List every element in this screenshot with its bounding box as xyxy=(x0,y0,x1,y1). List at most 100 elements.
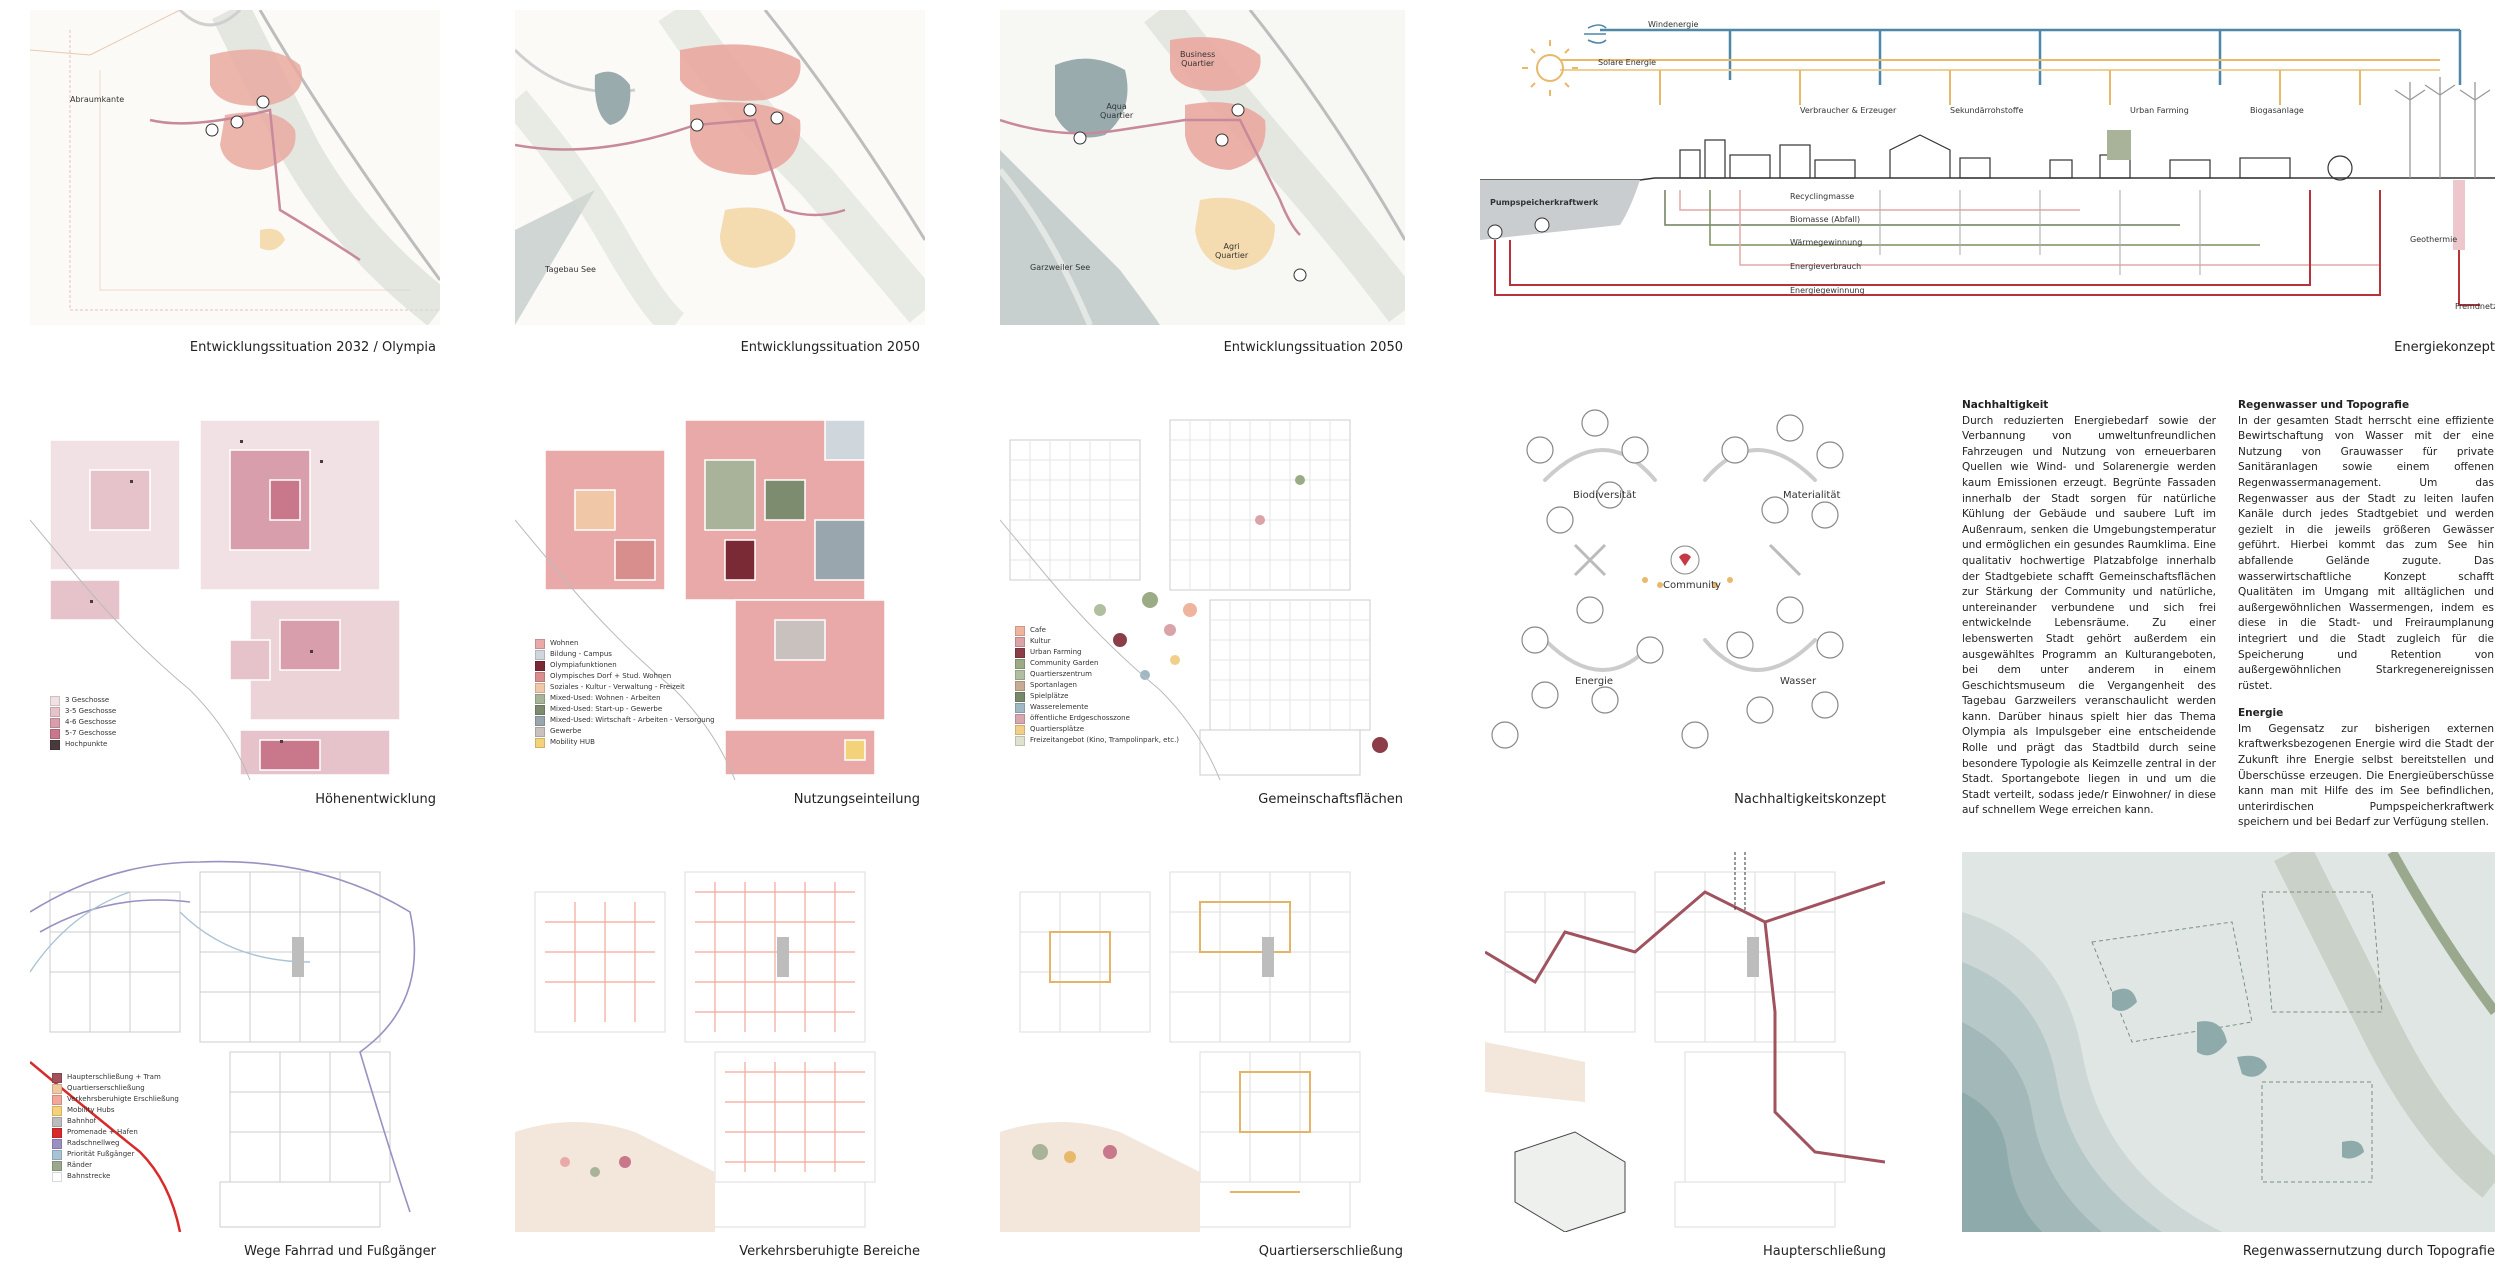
legend-label: öffentliche Erdgeschosszone xyxy=(1030,714,1130,722)
legend-row: öffentliche Erdgeschosszone xyxy=(1015,713,1179,724)
legend-label: Wasserelemente xyxy=(1030,703,1089,711)
caption-r2c1: Höhenentwicklung xyxy=(315,792,436,807)
text-title-rainwater: Regenwasser und Topografie xyxy=(2238,399,2410,411)
traffic-calmed-plan xyxy=(515,852,925,1232)
height-plan: 3 Geschosse 3-5 Geschosse 4-6 Geschosse 5-7… xyxy=(30,400,440,780)
caption-r1c3: Entwicklungssituation 2050 xyxy=(1223,340,1403,355)
site-plan-2050: Tagebau See xyxy=(515,10,925,325)
legend-swatch xyxy=(535,660,545,671)
urban-farming-label: Urban Farming xyxy=(2130,106,2189,115)
wasser-label: Wasser xyxy=(1780,676,1817,687)
legend-row: 5-7 Geschosse xyxy=(50,728,116,739)
caption-r2c3: Gemeinschaftsflächen xyxy=(1258,792,1403,807)
legend-label: Quartierszentrum xyxy=(1030,670,1092,678)
legend-label: 3-5 Geschosse xyxy=(65,707,117,715)
legend-label: Priorität Fußgänger xyxy=(67,1150,135,1158)
site-plan-2050-drawing xyxy=(515,10,925,325)
quarter-access-drawing xyxy=(1000,871,1361,1232)
legend-swatch xyxy=(535,726,545,737)
abraumkante-label: Abraumkante xyxy=(70,95,125,104)
traffic-calmed-drawing xyxy=(515,871,876,1232)
legend-label: Promenade + Hafen xyxy=(67,1128,138,1136)
legend-label: Cafe xyxy=(1030,626,1046,634)
legend-row: 3 Geschosse xyxy=(50,695,116,706)
legend-row: Ränder xyxy=(52,1160,179,1171)
tagebau-see-label: Tagebau See xyxy=(545,265,596,274)
caption-r2c4: Nachhaltigkeitskonzept xyxy=(1734,792,1886,807)
legend-label: 5-7 Geschosse xyxy=(65,729,117,737)
legend-swatch xyxy=(50,706,60,717)
legend-swatch xyxy=(52,1127,62,1138)
caption-r1c2: Entwicklungssituation 2050 xyxy=(740,340,920,355)
materialitaet-label: Materialität xyxy=(1783,490,1841,501)
legend-label: Kultur xyxy=(1030,637,1051,645)
legend-row: Radschnellweg xyxy=(52,1138,179,1149)
legend-label: Mixed-Used: Wirtschaft - Arbeiten - Vers… xyxy=(550,716,715,724)
legend-swatch xyxy=(1015,691,1025,702)
legend-row: Promenade + Hafen xyxy=(52,1127,179,1138)
community-label: Community xyxy=(1663,580,1721,591)
legend-swatch xyxy=(50,717,60,728)
main-access-drawing xyxy=(1485,852,1885,1232)
legend-label: Soziales - Kultur - Verwaltung - Freizei… xyxy=(550,683,685,691)
energy-concept-diagram: Windenergie Solare Energie Verbraucher &… xyxy=(1480,10,2495,320)
legend-label: 3 Geschosse xyxy=(65,696,110,704)
legend-row: 3-5 Geschosse xyxy=(50,706,116,717)
community-plan-drawing xyxy=(1000,419,1388,780)
legend-row: Verkehrsberuhigte Erschließung xyxy=(52,1094,179,1105)
text-column-rainwater: Regenwasser und Topografie In der gesamt… xyxy=(2238,398,2494,831)
legend-swatch xyxy=(535,649,545,660)
legend-swatch xyxy=(1015,724,1025,735)
caption-r1c1: Entwicklungssituation 2032 / Olympia xyxy=(189,340,436,355)
legend-label: Bahnhof xyxy=(67,1117,97,1125)
legend-swatch xyxy=(52,1149,62,1160)
legend-row: Bahnhof xyxy=(52,1116,179,1127)
bike-pedestrian-drawing xyxy=(30,860,416,1232)
legend-row: Olympisches Dorf + Stud. Wohnen xyxy=(535,671,715,682)
caption-r3c5: Regenwassernutzung durch Topografie xyxy=(2242,1244,2495,1259)
legend-swatch xyxy=(535,671,545,682)
recyclingmasse-label: Recyclingmasse xyxy=(1790,192,1855,201)
pumpspeicher-label: Pumpspeicherkraftwerk xyxy=(1490,198,1599,207)
energy-concept-drawing xyxy=(1480,24,2495,306)
topography-drawing xyxy=(1962,852,2495,1232)
text-body-rainwater: In der gesamten Stadt herrscht eine effi… xyxy=(2238,414,2494,692)
legend-label: Bahnstrecke xyxy=(67,1172,111,1180)
legend-swatch xyxy=(1015,680,1025,691)
waermegewinnung-label: Wärmegewinnung xyxy=(1790,238,1863,247)
legend-row: Quartierserschließung xyxy=(52,1083,179,1094)
text-body-energy: Im Gegensatz zur bisherigen externen kra… xyxy=(2238,722,2494,829)
legend-label: 4-6 Geschosse xyxy=(65,718,117,726)
legend-row: Mobility HUB xyxy=(535,737,715,748)
legend-row: Priorität Fußgänger xyxy=(52,1149,179,1160)
energie-label: Energie xyxy=(1575,676,1614,687)
legend-swatch xyxy=(535,737,545,748)
legend-label: Quartierserschließung xyxy=(67,1084,145,1092)
legend-row: Sportanlagen xyxy=(1015,680,1179,691)
legend-row: Gewerbe xyxy=(535,726,715,737)
fremdnetz-label: Fremdnetz xyxy=(2455,302,2495,311)
legend-row: Haupterschließung + Tram xyxy=(52,1072,179,1083)
legend-swatch xyxy=(535,682,545,693)
legend-swatch xyxy=(52,1083,62,1094)
legend-swatch xyxy=(1015,735,1025,746)
legend-swatch xyxy=(1015,625,1025,636)
verbraucher-label: Verbraucher & Erzeuger xyxy=(1800,106,1897,115)
legend-row: Kultur xyxy=(1015,636,1179,647)
legend-label: Bildung - Campus xyxy=(550,650,612,658)
caption-r1c4: Energiekonzept xyxy=(2394,340,2495,355)
sekundaer-label: Sekundärrohstoffe xyxy=(1950,106,2024,115)
legend-label: Quartiersplätze xyxy=(1030,725,1085,733)
biomasse-label: Biomasse (Abfall) xyxy=(1790,215,1861,224)
legend-label: Gewerbe xyxy=(550,727,582,735)
caption-r3c2: Verkehrsberuhigte Bereiche xyxy=(739,1244,920,1259)
height-plan-drawing xyxy=(30,419,401,780)
legend-row: Community Garden xyxy=(1015,658,1179,669)
